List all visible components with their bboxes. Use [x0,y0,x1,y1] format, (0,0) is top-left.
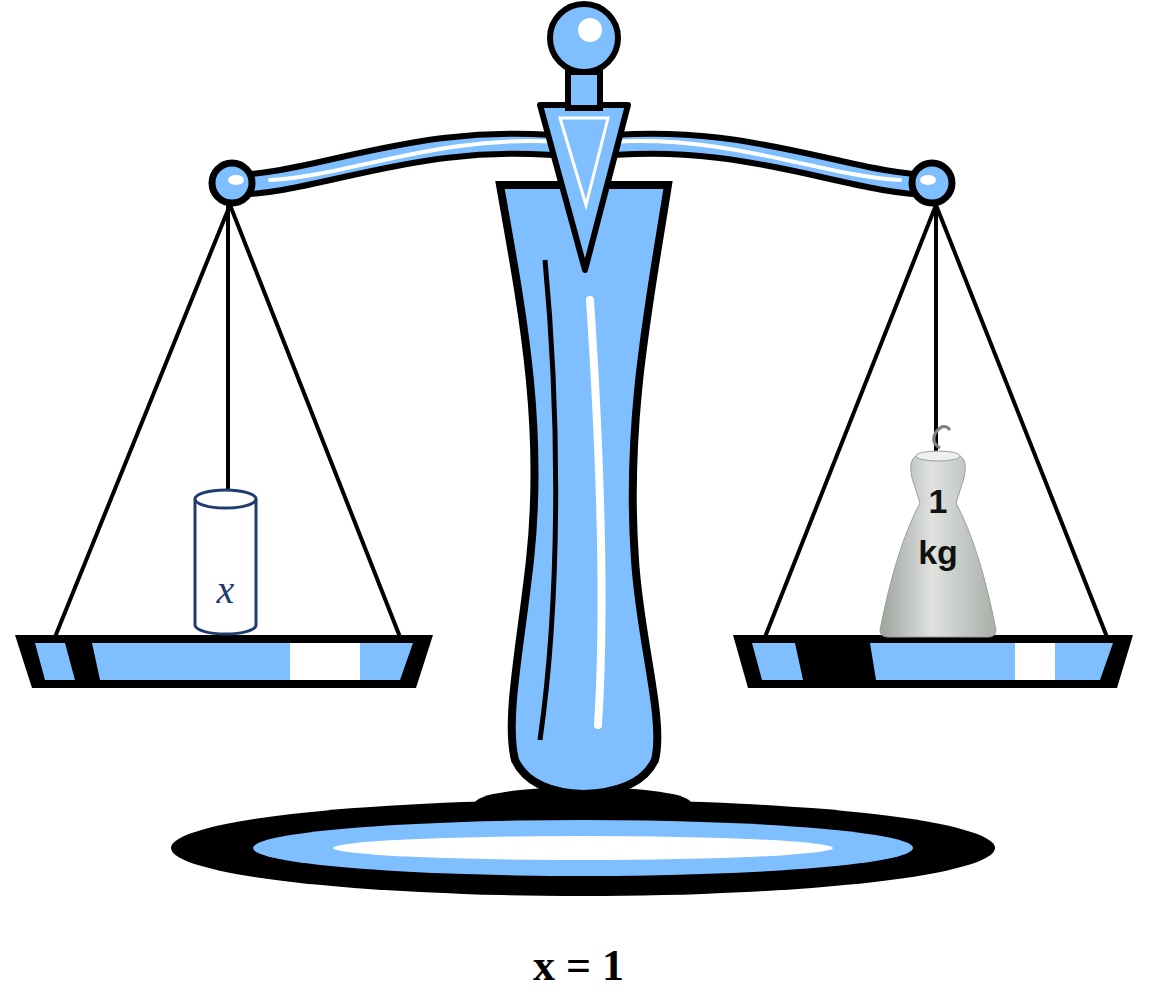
weight-cap [916,451,960,461]
pan-shade [65,643,100,680]
weight-shape [878,418,998,638]
pointer-highlight [560,118,608,205]
beam-curl [912,163,952,203]
left-strings [55,205,400,637]
pillar-highlight [590,300,602,725]
cylinder-shape [192,487,259,636]
pillar-body [500,185,668,794]
base-highlight [333,836,833,860]
kilogram-weight: 1 kg [878,418,998,638]
curl-highlight [228,175,244,185]
scale-base [171,787,995,896]
left-pan [35,643,413,680]
knob-neck [568,72,600,108]
pointer-triangle [540,105,628,270]
equation-caption: x = 1 [0,940,1157,991]
unknown-cylinder: x [192,487,259,636]
variable-label: x [215,570,237,610]
beam-curl [212,163,252,203]
curl-highlight [920,175,936,185]
cylinder-body [195,499,256,634]
top-knob [550,4,618,72]
pan-strings [55,205,1107,637]
weight-label: 1 kg [918,476,958,578]
knob-highlight [578,18,602,42]
weight-body [880,456,996,637]
pan-highlight [1015,643,1055,680]
right-pan [752,643,1113,680]
pan-shade [795,643,876,680]
left-pan-rim [15,635,433,688]
pillar-shade [540,260,556,740]
scale-pans [15,635,1133,688]
base-top [253,820,913,876]
scale-pillar [500,185,668,794]
right-strings [765,205,1107,637]
weight-hook [934,426,950,448]
scale-pointer [540,4,628,270]
right-pan-rim [733,635,1133,688]
pan-highlight [290,643,360,680]
cylinder-top [195,490,256,508]
